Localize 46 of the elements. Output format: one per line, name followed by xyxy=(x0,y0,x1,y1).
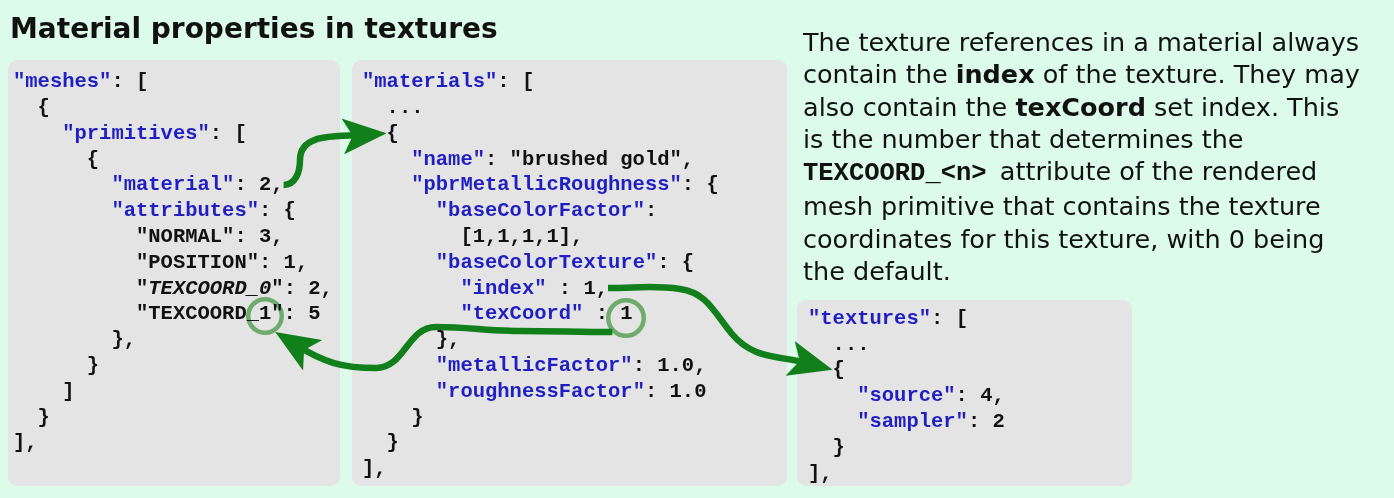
code-line: ], xyxy=(13,433,38,453)
arrow xyxy=(607,283,833,377)
code-line: } xyxy=(86,356,100,376)
code-line: ], xyxy=(808,463,833,483)
code-line: "pbrMetallicRoughness": { xyxy=(411,175,719,195)
description-text: The texture references in a material always contain the index of the texture. They may also contain the texCoord set index. This is the number that determines the TEXCOORD_<n> attribute of the rendered mesh primitive that contains the texture coordinates for this texture, with 0 being the default. xyxy=(803,26,1361,288)
code-line: "primitives": [ xyxy=(62,123,247,143)
code-line: } xyxy=(411,407,424,427)
title: Material properties in textures xyxy=(10,12,498,45)
code-line: "materials": [ xyxy=(362,72,535,92)
code-line: "POSITION": 1, xyxy=(136,252,309,272)
code-line: "source": 4, xyxy=(857,386,1005,406)
code-line: "index" : 1, xyxy=(460,278,609,298)
code-line: "TEXCOORD_0": 2, xyxy=(136,278,333,298)
code-line: "baseColorFactor": xyxy=(435,201,658,221)
code-line: "name": "brushed gold", xyxy=(411,149,695,169)
code-line: { xyxy=(832,360,845,380)
code-line: "metallicFactor": 1.0, xyxy=(435,356,707,376)
code-line: { xyxy=(386,123,399,143)
code-line: } xyxy=(386,433,399,453)
code-line: { xyxy=(86,149,100,169)
code-line: ] xyxy=(62,381,75,401)
code-line: { xyxy=(37,98,50,118)
code-line: "texCoord" : 1 xyxy=(460,304,633,324)
code-panel xyxy=(8,60,340,486)
code-line: }, xyxy=(111,330,136,350)
code-line: "sampler": 2 xyxy=(857,411,1005,431)
code-line: ], xyxy=(362,459,387,479)
code-panel xyxy=(797,300,1132,486)
arrow xyxy=(275,323,613,372)
code-line: "meshes": [ xyxy=(13,72,149,92)
code-line: "roughnessFactor": 1.0 xyxy=(435,381,707,401)
code-line: "NORMAL": 3, xyxy=(136,227,284,247)
code-line: "attributes": { xyxy=(111,201,296,221)
code-line: } xyxy=(37,407,50,427)
code-line: [1,1,1,1], xyxy=(460,227,584,247)
code-line: "material": 2, xyxy=(111,175,284,195)
highlight-ring xyxy=(606,297,647,338)
code-line: }, xyxy=(435,330,461,350)
code-line: ... xyxy=(386,98,424,118)
code-panel xyxy=(352,60,787,486)
arrow xyxy=(283,118,387,189)
code-line: ... xyxy=(832,334,870,354)
code-line: "baseColorTexture": { xyxy=(435,252,695,272)
code-line: } xyxy=(832,437,845,457)
code-line: "textures": [ xyxy=(808,308,968,328)
